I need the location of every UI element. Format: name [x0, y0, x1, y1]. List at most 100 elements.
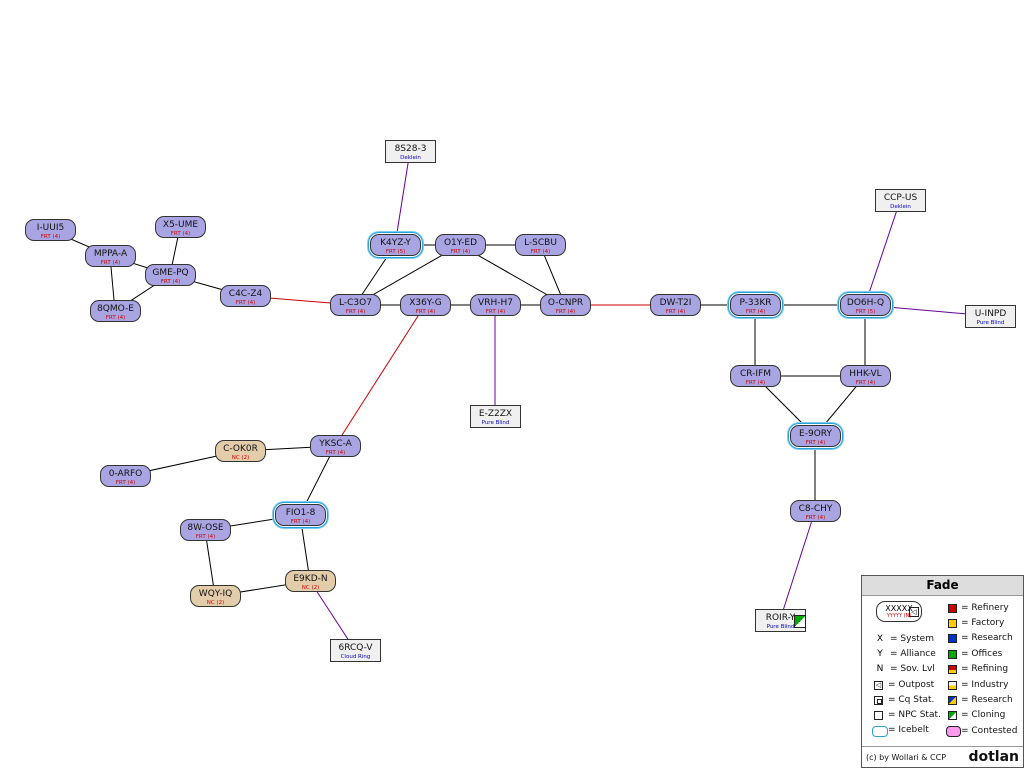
- system-name: 0-ARFO: [108, 469, 143, 479]
- system-6rcq-v[interactable]: 6RCQ-V Cloud Ring: [330, 639, 381, 662]
- system-alliance: FRT (4): [555, 309, 576, 315]
- system-name: C4C-Z4: [228, 289, 263, 299]
- system-x5-ume[interactable]: X5-UME FRT (4): [155, 216, 206, 238]
- system-u-inpd[interactable]: U-INPD Pure Blind: [965, 305, 1016, 328]
- system-do6h-q[interactable]: DO6H-Q FRT (5): [840, 294, 891, 316]
- system-alliance: FRT (4): [345, 309, 366, 315]
- system-name: VRH-H7: [478, 298, 513, 308]
- system-name: C8-CHY: [798, 504, 833, 514]
- const-link-e9kd-6rcq: [309, 580, 356, 651]
- legend-label-industry: = Industry: [961, 680, 1009, 690]
- npc-station-icon: [874, 711, 883, 720]
- system-0-arfo[interactable]: 0-ARFO FRT (4): [100, 465, 151, 487]
- const-link-8s28-k4yz: [394, 150, 411, 246]
- outpost-icon: ◁: [874, 681, 883, 690]
- system-alliance: FRT (4): [40, 234, 61, 240]
- system-c4c-z4[interactable]: C4C-Z4 FRT (4): [220, 285, 271, 307]
- system-mppa-a[interactable]: MPPA-A FRT (4): [85, 245, 136, 267]
- system-alliance: FRT (4): [105, 315, 126, 321]
- system-alliance: FRT (4): [115, 480, 136, 486]
- system-wqy-iq[interactable]: WQY-IQ NC (2): [190, 585, 241, 607]
- system-alliance: FRT (4): [805, 440, 826, 446]
- system-alliance: NC (2): [231, 455, 250, 461]
- system-i-uui5[interactable]: I-UUI5 FRT (4): [25, 219, 76, 241]
- system-vrh-h7[interactable]: VRH-H7 FRT (4): [470, 294, 521, 316]
- system-roir-y[interactable]: ROIR-Y Pure Blind: [755, 609, 806, 632]
- system-c-ok0r[interactable]: C-OK0R NC (2): [215, 440, 266, 462]
- system-dw-t2i[interactable]: DW-T2I FRT (4): [650, 294, 701, 316]
- system-alliance: FRT (4): [160, 279, 181, 285]
- research-icon: [948, 634, 957, 643]
- system-name: O-CNPR: [547, 298, 584, 308]
- system-8w-ose[interactable]: 8W-OSE FRT (4): [180, 519, 231, 541]
- system-name: DW-T2I: [659, 298, 692, 308]
- legend-label-research: = Research: [961, 633, 1013, 643]
- system-e-9ory[interactable]: E-9ORY FRT (4): [790, 425, 841, 447]
- cloning-station-icon: [794, 615, 806, 628]
- system-alliance: FRT (4): [745, 309, 766, 315]
- legend-label-npc-stat: = NPC Stat.: [888, 710, 941, 720]
- legend-label-icebelt: = Icebelt: [888, 725, 929, 735]
- system-alliance: FRT (4): [195, 534, 216, 540]
- system-name: E-9ORY: [799, 429, 832, 439]
- system-8s28-3[interactable]: 8S28-3 Deklein: [385, 140, 436, 163]
- conquerable-station-icon: [874, 696, 883, 705]
- legend-label-refinery: = Refinery: [961, 603, 1009, 613]
- system-name: DO6H-Q: [846, 298, 885, 308]
- system-alliance: FRT (4): [235, 300, 256, 306]
- system-8qmo-e[interactable]: 8QMO-E FRT (4): [90, 300, 141, 322]
- system-o-cnpr[interactable]: O-CNPR FRT (4): [540, 294, 591, 316]
- system-p-33kr[interactable]: P-33KR FRT (4): [730, 294, 781, 316]
- system-o1y-ed[interactable]: O1Y-ED FRT (4): [435, 234, 486, 256]
- system-alliance: FRT (4): [450, 249, 471, 255]
- legend-key-y: Y: [877, 649, 883, 659]
- system-fio1-8[interactable]: FIO1-8 FRT (4): [275, 504, 326, 526]
- system-cr-ifm[interactable]: CR-IFM FRT (4): [730, 365, 781, 387]
- const-link-c8chy-roir: [779, 510, 816, 621]
- offices-icon: [948, 650, 957, 659]
- system-region: Pure Blind: [766, 624, 795, 630]
- system-region: Deklein: [890, 204, 911, 210]
- system-name: K4YZ-Y: [380, 238, 411, 248]
- system-name: 8S28-3: [394, 144, 427, 154]
- system-name: L-C3O7: [339, 298, 372, 308]
- system-x36y-g[interactable]: X36Y-G FRT (4): [400, 294, 451, 316]
- system-name: P-33KR: [739, 298, 772, 308]
- system-l-scbu[interactable]: L-SCBU FRT (4): [515, 234, 566, 256]
- legend-label-research-lab: = Research: [961, 695, 1013, 705]
- system-k4yz-y[interactable]: K4YZ-Y FRT (5): [370, 234, 421, 256]
- system-name: HHK-VL: [849, 369, 882, 379]
- research-lab-icon: [948, 696, 957, 705]
- system-name: YKSC-A: [319, 439, 352, 449]
- system-name: 8QMO-E: [97, 304, 134, 314]
- system-name: X5-UME: [162, 220, 199, 230]
- system-e-z2zx[interactable]: E-Z2ZX Pure Blind: [470, 405, 521, 428]
- system-name: E-Z2ZX: [478, 409, 513, 419]
- system-name: U-INPD: [974, 309, 1007, 319]
- refinery-icon: [948, 604, 957, 613]
- factory-icon: [948, 619, 957, 628]
- system-name: 6RCQ-V: [338, 643, 373, 653]
- system-region: Pure Blind: [976, 320, 1005, 326]
- system-name: GME-PQ: [152, 268, 189, 278]
- legend-label-offices: = Offices: [961, 649, 1003, 659]
- system-alliance: FRT (4): [855, 380, 876, 386]
- system-gme-pq[interactable]: GME-PQ FRT (4): [145, 264, 196, 286]
- system-region: Deklein: [400, 155, 421, 161]
- system-alliance: FRT (5): [855, 309, 876, 315]
- system-e9kd-n[interactable]: E9KD-N NC (2): [285, 570, 336, 592]
- legend-label-refining: = Refining: [961, 664, 1009, 674]
- system-alliance: FRT (4): [530, 249, 551, 255]
- legend-label-factory: = Factory: [961, 618, 1005, 628]
- refining-icon: [948, 665, 957, 674]
- system-name: CCP-US: [883, 193, 918, 203]
- system-name: O1Y-ED: [443, 238, 478, 248]
- system-c8-chy[interactable]: C8-CHY FRT (4): [790, 500, 841, 522]
- system-ccp-us[interactable]: CCP-US Deklein: [875, 189, 926, 212]
- industry-icon: [948, 681, 957, 690]
- system-alliance: FRT (4): [745, 380, 766, 386]
- system-l-c3o7[interactable]: L-C3O7 FRT (4): [330, 294, 381, 316]
- system-yksc-a[interactable]: YKSC-A FRT (4): [310, 435, 361, 457]
- system-hhk-vl[interactable]: HHK-VL FRT (4): [840, 365, 891, 387]
- system-region: Pure Blind: [481, 420, 510, 426]
